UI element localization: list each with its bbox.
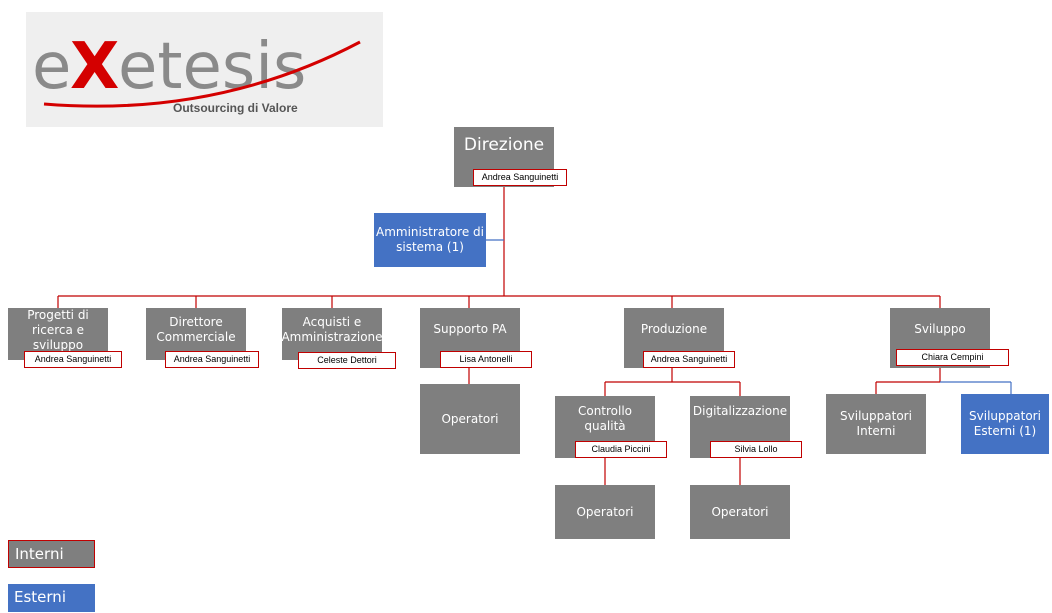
box-title: Progetti di ricerca e sviluppo	[27, 307, 89, 352]
box-title: Sviluppo	[914, 321, 966, 336]
box-title: Controllo qualità	[577, 404, 633, 433]
box-title: Acquisti e Amministrazione	[281, 315, 383, 344]
box-title: Produzione	[640, 321, 708, 336]
progetti-person: Andrea Sanguinetti	[24, 351, 122, 368]
legend-esterni: Esterni	[8, 584, 95, 612]
svg-text:Outsourcing di Valore: Outsourcing di Valore	[173, 101, 298, 115]
digitalizzazione-person: Silvia Lollo	[710, 441, 802, 458]
box-title: Sviluppatori Interni	[840, 409, 912, 438]
box-title: Direttore Commerciale	[156, 315, 236, 344]
box-title: Supporto PA	[433, 321, 507, 336]
operatori-controllo-box: Operatori	[555, 485, 655, 539]
direttore-person: Andrea Sanguinetti	[165, 351, 259, 368]
box-title: Operatori	[711, 504, 769, 519]
controllo-qualita-person: Claudia Piccini	[575, 441, 667, 458]
produzione-person: Andrea Sanguinetti	[643, 351, 735, 368]
acquisti-box: Acquisti e Amministrazione	[281, 308, 383, 360]
box-title: Operatori	[441, 411, 499, 426]
company-logo: e X etesis Outsourcing di Valore	[26, 12, 383, 127]
legend-interni: Interni	[8, 540, 95, 568]
box-title: Amministratore di sistema (1)	[376, 225, 484, 254]
sviluppatori-interni-box: Sviluppatori Interni	[826, 394, 926, 454]
logo-graphic: e X etesis Outsourcing di Valore	[32, 30, 361, 115]
sviluppo-person: Chiara Cempini	[896, 349, 1009, 366]
supporto-person: Lisa Antonelli	[440, 351, 532, 368]
operatori-supporto-box: Operatori	[420, 384, 520, 454]
box-title: Operatori	[576, 504, 634, 519]
sviluppatori-esterni-box: Sviluppatori Esterni (1)	[961, 394, 1049, 454]
box-title: Sviluppatori Esterni (1)	[969, 409, 1041, 438]
legend-label: Interni	[15, 545, 64, 563]
box-title: Direzione	[463, 135, 545, 155]
acquisti-person: Celeste Dettori	[298, 352, 396, 369]
amministratore-box: Amministratore di sistema (1)	[374, 213, 486, 267]
svg-text:X: X	[70, 30, 119, 104]
svg-text:etesis: etesis	[118, 30, 306, 104]
legend-label: Esterni	[14, 588, 66, 606]
box-title: Digitalizzazione	[692, 404, 788, 418]
svg-text:e: e	[32, 30, 71, 104]
operatori-digitalizzazione-box: Operatori	[690, 485, 790, 539]
direzione-person: Andrea Sanguinetti	[473, 169, 567, 186]
